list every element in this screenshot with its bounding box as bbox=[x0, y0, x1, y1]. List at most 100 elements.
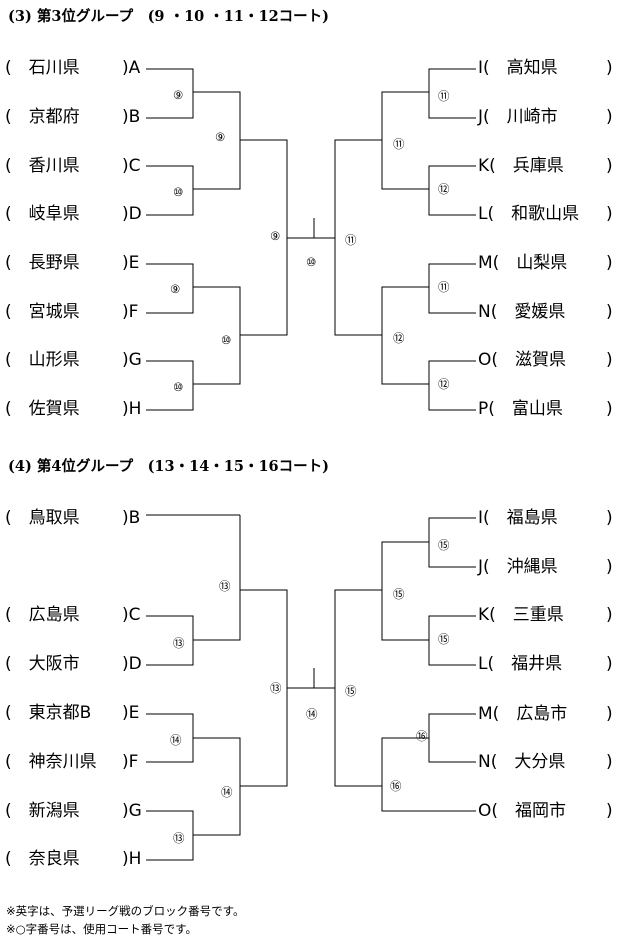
paren: ) bbox=[606, 350, 613, 370]
team-left: ( 東京都B bbox=[5, 703, 92, 723]
court-number: ⑫ bbox=[393, 331, 405, 345]
team-right: L( 和歌山県 bbox=[478, 204, 580, 224]
footnote-courts: ※○字番号は、使用コート番号です。 bbox=[6, 922, 198, 936]
bracket-line bbox=[193, 286, 241, 385]
team-block: )H bbox=[122, 849, 142, 869]
team-block: )E bbox=[122, 703, 140, 723]
team-right: I( 高知県 bbox=[478, 58, 558, 78]
team-left: ( 香川県 bbox=[5, 156, 80, 176]
team-right: P( 富山県 bbox=[478, 399, 563, 419]
paren: ) bbox=[606, 399, 613, 419]
team-block: )G bbox=[122, 801, 142, 821]
court-number: ⑬ bbox=[173, 636, 185, 650]
bracket-line bbox=[381, 737, 476, 812]
bracket-line bbox=[381, 91, 429, 190]
team-left: ( 新潟県 bbox=[5, 801, 80, 821]
group3-title: (3) 第3位グループ (9 ・10 ・11・12コート) bbox=[8, 8, 330, 25]
court-number: ⑨ bbox=[215, 130, 226, 144]
team-right: J( 沖縄県 bbox=[478, 557, 558, 577]
team-right: O( 滋賀県 bbox=[478, 350, 567, 370]
team-block: )D bbox=[122, 654, 142, 674]
paren: ) bbox=[606, 156, 613, 176]
team-right: L( 福井県 bbox=[478, 654, 563, 674]
team-right: O( 福岡市 bbox=[478, 801, 567, 821]
team-block: )B bbox=[122, 508, 141, 528]
court-number: ⑬ bbox=[270, 681, 282, 695]
bracket-line bbox=[428, 517, 476, 568]
team-block: )C bbox=[122, 605, 141, 625]
court-number: ⑮ bbox=[393, 587, 405, 601]
court-number: ⑭ bbox=[170, 733, 182, 747]
court-number: ⑭ bbox=[221, 785, 233, 799]
bracket-line bbox=[428, 360, 476, 411]
bracket-line bbox=[428, 615, 476, 666]
bracket-line bbox=[146, 360, 194, 411]
court-number: ⑯ bbox=[390, 779, 402, 793]
court-number: ⑬ bbox=[173, 831, 185, 845]
bracket-line bbox=[381, 286, 429, 385]
court-number: ⑫ bbox=[438, 182, 450, 196]
bracket-line bbox=[334, 589, 382, 787]
bracket-line bbox=[334, 139, 382, 336]
paren: ) bbox=[606, 58, 613, 78]
team-right: N( 愛媛県 bbox=[478, 302, 566, 322]
court-number: ⑫ bbox=[438, 377, 450, 391]
team-block: )E bbox=[122, 253, 140, 273]
court-number: ⑩ bbox=[173, 380, 184, 394]
court-number: ⑩ bbox=[173, 185, 184, 199]
team-right: M( 山梨県 bbox=[478, 253, 568, 273]
team-left: ( 岐阜県 bbox=[5, 204, 80, 224]
court-number: ⑩ bbox=[221, 333, 232, 347]
team-left: ( 大阪市 bbox=[5, 654, 80, 674]
team-left: ( 広島県 bbox=[5, 605, 80, 625]
court-number: ⑨ bbox=[173, 88, 184, 102]
team-left: ( 京都府 bbox=[5, 107, 80, 127]
court-number: ⑮ bbox=[438, 538, 450, 552]
court-number: ⑪ bbox=[438, 280, 450, 294]
court-number: ⑪ bbox=[393, 137, 405, 151]
court-number: ⑨ bbox=[270, 229, 281, 243]
team-left: ( 山形県 bbox=[5, 350, 80, 370]
footnote-blocks: ※英字は、予選リーグ戦のブロック番号です。 bbox=[6, 904, 245, 918]
paren: ) bbox=[606, 801, 613, 821]
bracket-line bbox=[193, 515, 241, 641]
paren: ) bbox=[606, 557, 613, 577]
court-number: ⑪ bbox=[345, 233, 357, 247]
paren: ) bbox=[606, 752, 613, 772]
paren: ) bbox=[606, 704, 613, 724]
court-number: ⑪ bbox=[438, 89, 450, 103]
court-number: ⑬ bbox=[219, 579, 231, 593]
paren: ) bbox=[606, 302, 613, 322]
paren: ) bbox=[606, 508, 613, 528]
team-left: ( 奈良県 bbox=[5, 849, 80, 869]
court-number: ⑮ bbox=[438, 632, 450, 646]
bracket-line bbox=[146, 263, 194, 314]
bracket-line bbox=[146, 165, 194, 216]
court-number: ⑩ bbox=[306, 255, 317, 269]
team-right: K( 三重県 bbox=[478, 605, 564, 625]
paren: ) bbox=[606, 204, 613, 224]
court-number: ⑨ bbox=[170, 282, 181, 296]
team-left: ( 佐賀県 bbox=[5, 399, 80, 419]
bracket-line bbox=[428, 165, 476, 216]
team-right: I( 福島県 bbox=[478, 508, 558, 528]
team-left: ( 神奈川県 bbox=[5, 752, 97, 772]
team-block: )H bbox=[122, 399, 142, 419]
group4-title: (4) 第4位グループ (13・14・15・16コート) bbox=[8, 458, 330, 475]
team-right: K( 兵庫県 bbox=[478, 156, 564, 176]
team-left: ( 鳥取県 bbox=[5, 508, 80, 528]
team-block: )B bbox=[122, 107, 141, 127]
bracket-line bbox=[146, 68, 194, 119]
paren: ) bbox=[606, 107, 613, 127]
bracket-line bbox=[428, 713, 476, 763]
bracket-line bbox=[381, 541, 429, 641]
team-right: J( 川崎市 bbox=[478, 107, 558, 127]
paren: ) bbox=[606, 253, 613, 273]
team-right: N( 大分県 bbox=[478, 752, 566, 772]
team-left: ( 石川県 bbox=[5, 58, 80, 78]
paren: ) bbox=[606, 605, 613, 625]
court-number: ⑮ bbox=[345, 684, 357, 698]
team-block: )C bbox=[122, 156, 141, 176]
team-block: )F bbox=[122, 302, 139, 322]
